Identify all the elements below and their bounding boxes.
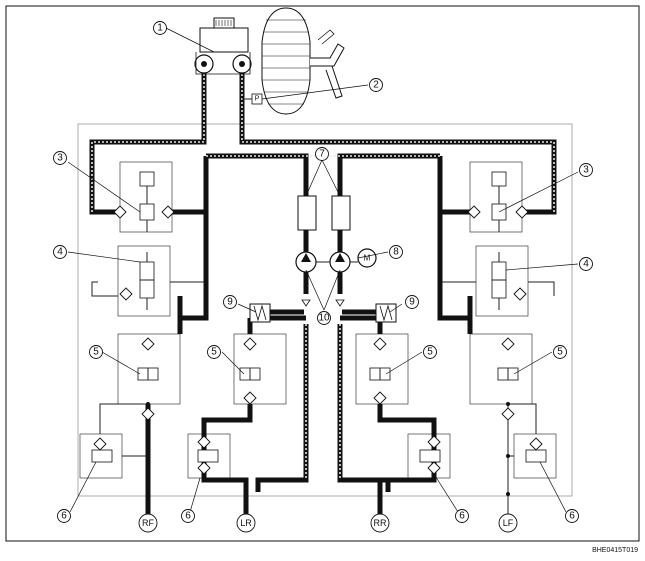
valve-box-5-b bbox=[233, 333, 287, 405]
damper-chambers bbox=[297, 195, 351, 231]
hydraulic-unit-housing bbox=[77, 123, 573, 497]
callout-5-c: 5 bbox=[423, 345, 437, 359]
valve-box-4-left bbox=[117, 245, 171, 317]
frame bbox=[5, 5, 640, 542]
callout-7: 7 bbox=[315, 147, 329, 161]
svg-text:4: 4 bbox=[583, 259, 589, 270]
figure-code: BHE0415T019 bbox=[592, 547, 638, 554]
svg-text:4: 4 bbox=[57, 247, 63, 258]
solenoid-valves-6 bbox=[91, 449, 547, 463]
svg-text:RR: RR bbox=[374, 518, 387, 528]
callout-leaders bbox=[67, 27, 579, 513]
callout-3-right: 3 bbox=[579, 163, 593, 177]
thin-lines bbox=[91, 281, 555, 514]
wheel-lf: LF bbox=[498, 513, 518, 533]
master-cylinder-assembly: P bbox=[194, 7, 345, 115]
accumulators bbox=[249, 303, 397, 323]
callout-5-a: 5 bbox=[89, 345, 103, 359]
solenoid-valves-4 bbox=[139, 252, 507, 310]
reservoir-cap bbox=[213, 17, 235, 29]
valve-box-4-right bbox=[475, 245, 529, 317]
callout-2: 2 bbox=[369, 78, 383, 92]
callout-5-d: 5 bbox=[553, 345, 567, 359]
filters bbox=[93, 205, 543, 475]
svg-text:5: 5 bbox=[427, 347, 433, 358]
svg-text:RF: RF bbox=[142, 518, 154, 528]
callout-8: 8 bbox=[389, 245, 403, 259]
callout-9-left: 9 bbox=[223, 295, 237, 309]
valve-box-3-right bbox=[469, 161, 523, 233]
svg-text:6: 6 bbox=[185, 511, 191, 522]
callout-6-c: 6 bbox=[455, 509, 469, 523]
svg-text:6: 6 bbox=[569, 511, 575, 522]
callout-10: 10 bbox=[317, 311, 331, 325]
svg-text:LF: LF bbox=[503, 518, 514, 528]
callout-4-right: 4 bbox=[579, 257, 593, 271]
callout-4-left: 4 bbox=[53, 245, 67, 259]
callout-6-b: 6 bbox=[181, 509, 195, 523]
svg-text:2: 2 bbox=[373, 80, 379, 91]
callout-3-left: 3 bbox=[53, 151, 67, 165]
solenoid-valves-3 bbox=[139, 171, 507, 232]
svg-text:7: 7 bbox=[319, 149, 325, 160]
svg-text:5: 5 bbox=[93, 347, 99, 358]
wheel-rr: RR bbox=[370, 513, 390, 533]
valve-box-3-left bbox=[119, 161, 173, 233]
pump bbox=[295, 251, 358, 273]
svg-text:5: 5 bbox=[211, 347, 217, 358]
svg-text:10: 10 bbox=[318, 313, 330, 324]
svg-text:9: 9 bbox=[409, 297, 415, 308]
svg-text:3: 3 bbox=[583, 165, 589, 176]
svg-text:LR: LR bbox=[240, 518, 252, 528]
reservoir bbox=[199, 27, 249, 53]
junction-dots bbox=[146, 210, 510, 496]
svg-text:9: 9 bbox=[227, 297, 233, 308]
hydraulic-lines bbox=[89, 70, 557, 514]
wheel-rf: RF bbox=[138, 513, 158, 533]
motor-label: M bbox=[364, 254, 371, 263]
svg-text:3: 3 bbox=[57, 153, 63, 164]
pump-motor: M bbox=[357, 248, 377, 268]
valve-box-5-d bbox=[469, 333, 533, 405]
svg-text:6: 6 bbox=[459, 511, 465, 522]
callout-6-a: 6 bbox=[57, 509, 71, 523]
callout-6-d: 6 bbox=[565, 509, 579, 523]
svg-text:1: 1 bbox=[157, 23, 163, 34]
callout-9-right: 9 bbox=[405, 295, 419, 309]
callout-1: 1 bbox=[153, 21, 167, 35]
svg-text:8: 8 bbox=[393, 247, 399, 258]
svg-text:6: 6 bbox=[61, 511, 67, 522]
pressure-sensor-label: P bbox=[255, 96, 260, 103]
solenoid-valves-5 bbox=[137, 367, 519, 381]
wheel-lr: LR bbox=[236, 513, 256, 533]
callout-5-b: 5 bbox=[207, 345, 221, 359]
check-valves bbox=[301, 281, 345, 307]
svg-text:5: 5 bbox=[557, 347, 563, 358]
